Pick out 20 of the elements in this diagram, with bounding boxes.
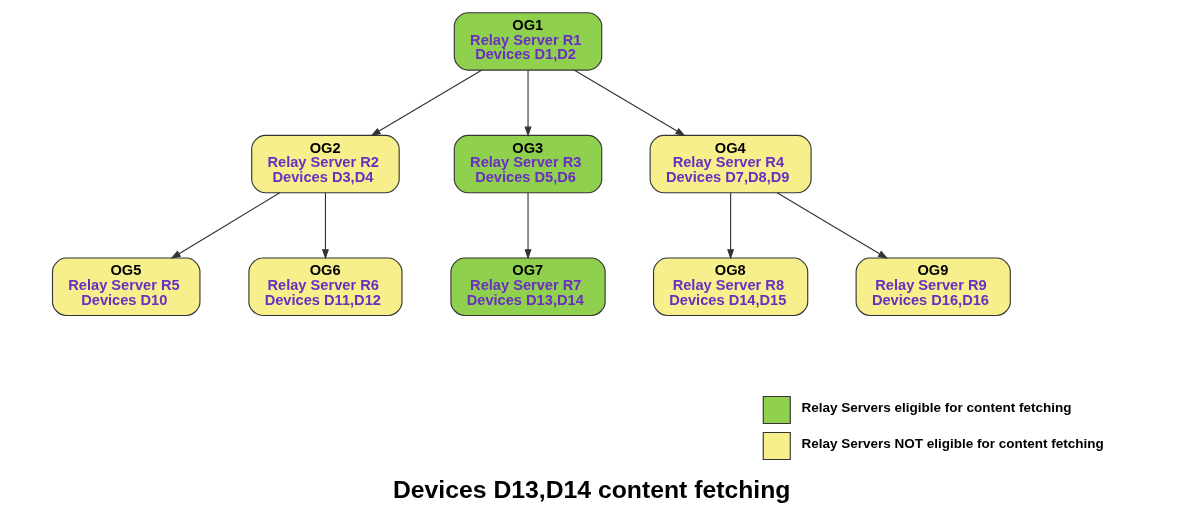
node-box: OG2 Relay Server R2 Devices D3,D4 bbox=[250, 134, 400, 194]
arrow bbox=[170, 192, 280, 259]
node-box: OG7 Relay Server R7 Devices D13,D14 bbox=[449, 257, 606, 317]
node-box: OG8 Relay Server R8 Devices D14,D15 bbox=[652, 257, 808, 317]
arrow bbox=[524, 69, 532, 137]
arrow bbox=[726, 192, 734, 260]
arrow bbox=[370, 69, 482, 137]
node-box: OG9 Relay Server R9 Devices D16,D16 bbox=[855, 257, 1011, 317]
legend-label: Relay Servers eligible for content fetching bbox=[801, 400, 1072, 416]
legend-label: Relay Servers NOT eligible for content fetching bbox=[801, 436, 1104, 452]
node-box: OG3 Relay Server R3 Devices D5,D6 bbox=[453, 134, 602, 194]
arrow bbox=[776, 192, 888, 259]
node-box: OG4 Relay Server R4 Devices D7,D8,D9 bbox=[649, 134, 812, 194]
node-box: OG5 Relay Server R5 Devices D10 bbox=[51, 257, 200, 317]
diagram-title: Devices D13,D14 content fetching bbox=[392, 476, 790, 504]
node-box: OG1 Relay Server R1 Devices D1,D2 bbox=[453, 12, 602, 71]
arrow bbox=[524, 192, 532, 260]
node-box: OG6 Relay Server R6 Devices D11,D12 bbox=[247, 257, 403, 317]
arrow bbox=[573, 69, 685, 137]
arrow bbox=[321, 192, 329, 260]
